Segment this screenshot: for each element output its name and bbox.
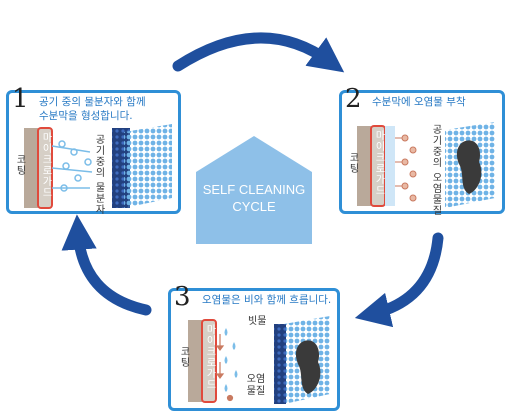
step2-side-label: 공기중의 오염물질 xyxy=(430,124,441,217)
step3-raindrop-label: 빗물 xyxy=(248,316,267,327)
step1-coating-layer xyxy=(24,128,38,208)
step3-dirt-blob xyxy=(295,340,321,394)
step1-microguard-label: 마이크로가드 xyxy=(40,132,51,198)
step1-number: 1 xyxy=(12,84,29,114)
step1-fabric-mesh xyxy=(124,124,172,208)
center-label-line1: SELF CLEANING xyxy=(202,182,306,197)
step3-microguard-layer xyxy=(201,319,217,403)
step3-coating-layer xyxy=(188,320,202,402)
step3-pollutant-label: 오염물질 xyxy=(246,374,266,397)
step3-illustration xyxy=(188,316,330,404)
step2-pollutants xyxy=(401,134,417,202)
step3-coating-label: 코팅 xyxy=(178,346,189,368)
step1-caption: 공기 중의 물분자와 함께 수분막을 형성합니다. xyxy=(39,95,146,123)
step3-fabric-front xyxy=(274,324,286,404)
step2-coating-label: 코팅 xyxy=(347,152,358,174)
step3-microguard-label: 마이크로가드 xyxy=(204,324,215,390)
step1-coating-label: 코팅 xyxy=(14,154,25,176)
step2-water-film xyxy=(385,126,395,206)
arrow-step2-to-step3 xyxy=(354,232,444,328)
step3-flow-arrows xyxy=(215,334,234,402)
center-label: SELF CLEANING CYCLE xyxy=(196,181,312,215)
center-label-line2: CYCLE xyxy=(232,199,276,214)
step1-illustration xyxy=(24,124,172,209)
step2-caption-line1: 수분막에 오염물 부착 xyxy=(372,96,466,108)
step2-dirt-blob xyxy=(456,140,482,194)
step1-caption-line1: 공기 중의 물분자와 함께 xyxy=(39,96,146,108)
center-house-shape xyxy=(196,136,312,244)
arrow-step1-to-step2 xyxy=(172,32,345,73)
step1-side-label: 공기중의 물분자 xyxy=(93,134,104,216)
step3-number: 3 xyxy=(174,282,191,312)
step2-illustration xyxy=(357,122,495,208)
step2-coating-layer xyxy=(357,126,371,206)
step1-water-molecules xyxy=(51,140,93,192)
step3-raindrops xyxy=(224,328,238,392)
step1-caption-line2: 수분막을 형성합니다. xyxy=(39,110,133,122)
arrow-step3-to-step1 xyxy=(61,214,152,316)
step2-number: 2 xyxy=(345,84,362,114)
step2-caption: 수분막에 오염물 부착 xyxy=(372,95,466,109)
step3-caption: 오염물은 비와 함께 흐릅니다. xyxy=(202,293,331,307)
step3-caption-line1: 오염물은 비와 함께 흐릅니다. xyxy=(202,294,332,306)
step2-microguard-label: 마이크로가드 xyxy=(373,130,384,196)
